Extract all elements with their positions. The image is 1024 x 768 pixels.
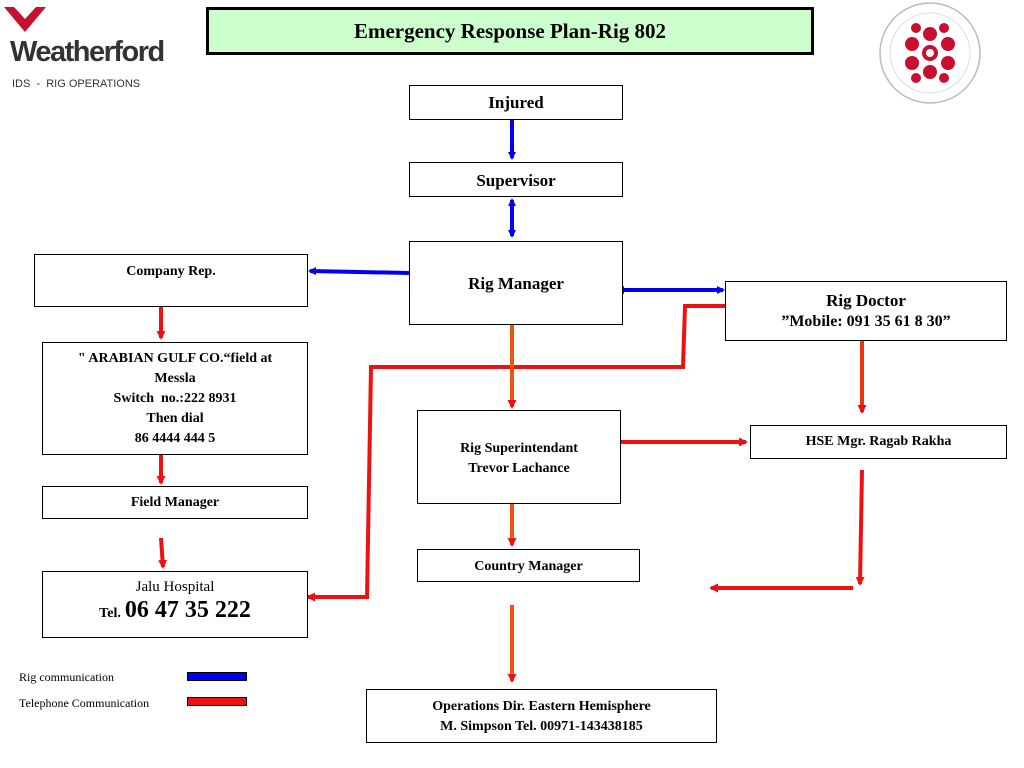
legend-rig-label: Rig communication [19, 670, 114, 684]
node-field-manager: Field Manager [42, 486, 308, 519]
logo-subtitle: IDS - RIG OPERATIONS [12, 78, 141, 90]
arrow-hse-mgr-down [855, 469, 865, 586]
zero-injury-badge [876, 2, 984, 104]
jalu-hospital-tel: Tel. 06 47 35 222 [43, 597, 307, 624]
rig-doctor-mobile: ”Mobile: 091 35 61 8 30” [781, 313, 951, 330]
node-operations-dir: Operations Dir. Eastern Hemisphere M. Si… [366, 689, 717, 743]
arrow-rig-doctor-jalu [306, 304, 725, 602]
node-jalu-hospital: Jalu Hospital Tel. 06 47 35 222 [42, 571, 308, 638]
arabian-gulf-line1: " ARABIAN GULF CO.“field at [77, 351, 273, 366]
arabian-gulf-line3: Switch no.:222 8931 [113, 391, 237, 406]
jalu-hospital-name: Jalu Hospital [135, 579, 215, 595]
operations-dir-line2: M. Simpson Tel. 00971-143438185 [440, 719, 643, 734]
jalu-tel-number: 06 47 35 222 [124, 597, 251, 623]
rig-superintendant-line2: Trevor Lachance [468, 461, 570, 476]
rig-superintendant-line1: Rig Superintendant [460, 441, 578, 456]
node-company-rep: Company Rep. [34, 254, 308, 307]
node-arabian-gulf: " ARABIAN GULF CO.“field at Messla Switc… [42, 342, 308, 455]
node-country-manager: Country Manager [417, 549, 640, 582]
arabian-gulf-line2: Messla [154, 371, 196, 386]
operations-dir-line1: Operations Dir. Eastern Hemisphere [432, 699, 651, 714]
node-rig-manager: Rig Manager [409, 241, 623, 325]
node-rig-doctor: Rig Doctor ”Mobile: 091 35 61 8 30” [725, 281, 1007, 341]
arabian-gulf-line4: Then dial [146, 411, 204, 426]
page-title: Emergency Response Plan-Rig 802 [206, 7, 814, 55]
node-injured: Injured [409, 85, 623, 120]
weatherford-chevron-icon [4, 7, 46, 32]
rig-doctor-name: Rig Doctor [826, 291, 906, 310]
legend-rig-swatch [187, 672, 247, 681]
jalu-tel-label: Tel. [99, 606, 121, 621]
zero-injury-seal-icon [879, 2, 981, 104]
legend-phone-swatch [187, 697, 247, 706]
node-hse-mgr: HSE Mgr. Ragab Rakha [750, 425, 1007, 459]
arabian-gulf-line5: 86 4444 444 5 [134, 431, 216, 446]
node-supervisor: Supervisor [409, 162, 623, 197]
arrow-rig-manager-company-rep [308, 267, 410, 276]
logo-brand: Weatherford [10, 36, 165, 68]
node-rig-superintendant: Rig Superintendant Trevor Lachance [417, 410, 621, 504]
arrow-field-manager-jalu [158, 537, 168, 569]
legend-phone-label: Telephone Communication [19, 696, 150, 710]
